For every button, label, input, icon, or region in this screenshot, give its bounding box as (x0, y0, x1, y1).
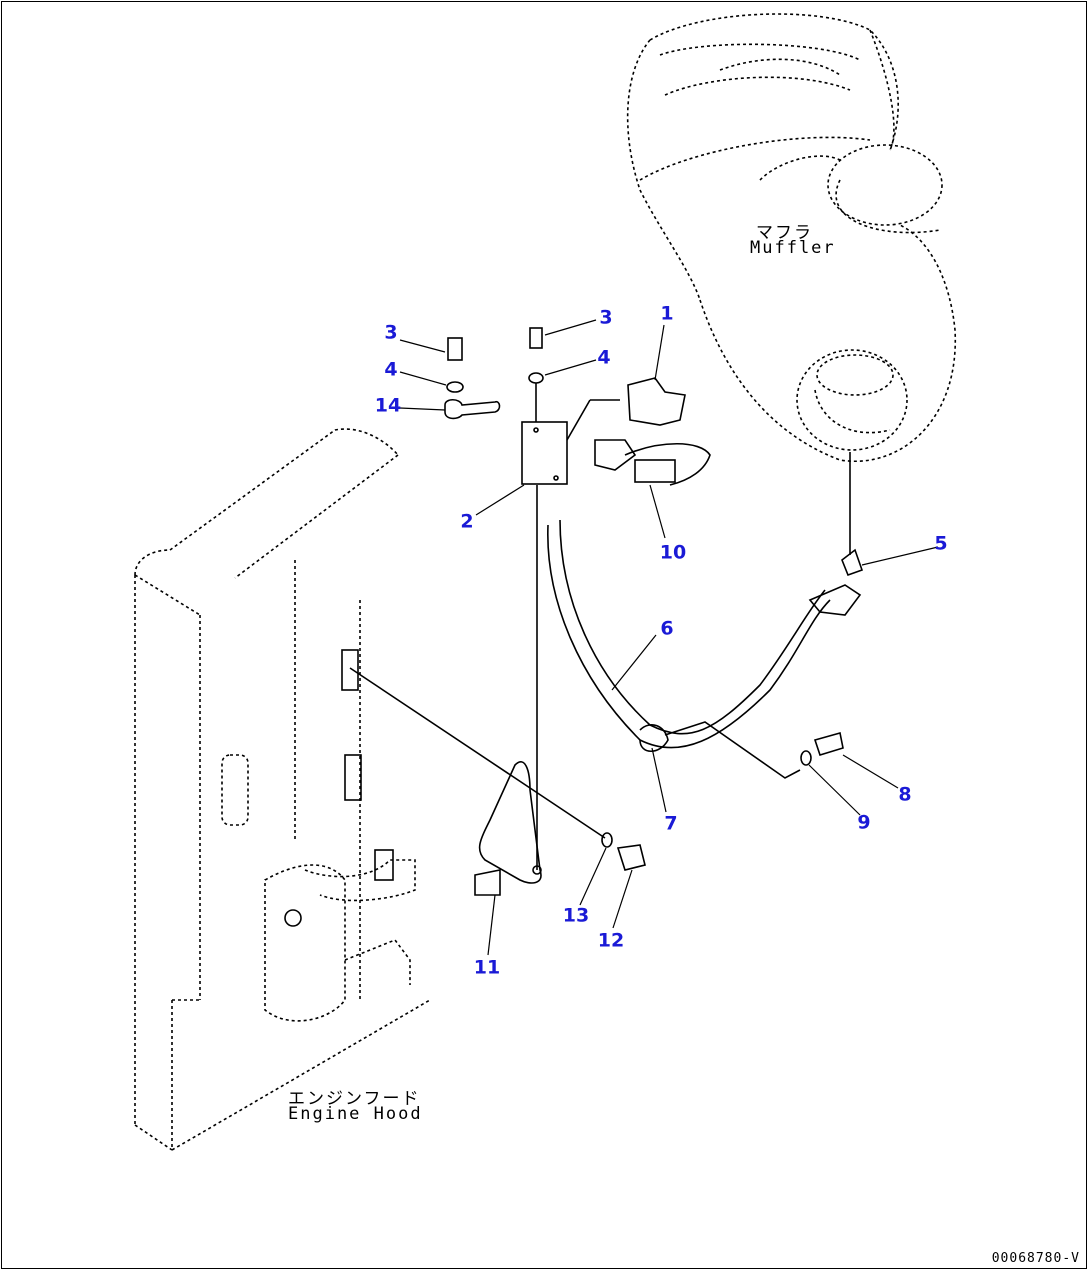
callout-4-left: 4 (384, 358, 398, 381)
callout-1: 1 (660, 302, 674, 325)
callout-4-right: 4 (597, 346, 611, 369)
bracket-11 (478, 761, 542, 884)
callout-14: 14 (374, 394, 402, 417)
muffler-outline (626, 13, 956, 462)
bolt-3-right (529, 327, 543, 349)
washer-9 (800, 750, 812, 766)
ring-terminal-14 (444, 398, 501, 420)
switch-box-2 (521, 421, 568, 485)
callout-8: 8 (898, 783, 912, 806)
callout-5: 5 (934, 532, 948, 555)
callout-3-left: 3 (384, 321, 398, 344)
muffler-label-jp: マフラ (756, 223, 813, 243)
washer-13 (601, 832, 613, 848)
callout-10: 10 (659, 541, 687, 564)
fitting-5 (841, 548, 864, 577)
drawing-number: 00068780-V (991, 1251, 1080, 1266)
callout-11: 11 (473, 956, 501, 979)
sensor-1 (627, 377, 686, 426)
bolt-12 (616, 844, 646, 871)
bolt-3-left (447, 337, 463, 361)
callout-3-right: 3 (599, 306, 613, 329)
callout-6: 6 (660, 617, 674, 640)
brace-rod (349, 667, 606, 839)
callout-9: 9 (857, 811, 871, 834)
callout-12: 12 (597, 929, 625, 952)
engine-hood-outline (134, 428, 431, 1151)
muffler-label-en: Muffler (750, 238, 836, 258)
callout-2: 2 (460, 510, 474, 533)
washer-4-right (528, 372, 544, 384)
callout-7: 7 (664, 812, 678, 835)
washer-4-left (446, 381, 464, 393)
hood-label-en: Engine Hood (288, 1104, 423, 1124)
clamp-7 (639, 724, 669, 753)
hose-end (808, 584, 862, 616)
hose-6 (547, 524, 831, 749)
hood-label-jp: エンジンフード (288, 1089, 421, 1109)
connector-10 (594, 439, 637, 471)
bolt-8 (813, 731, 844, 756)
callout-13: 13 (562, 904, 590, 927)
